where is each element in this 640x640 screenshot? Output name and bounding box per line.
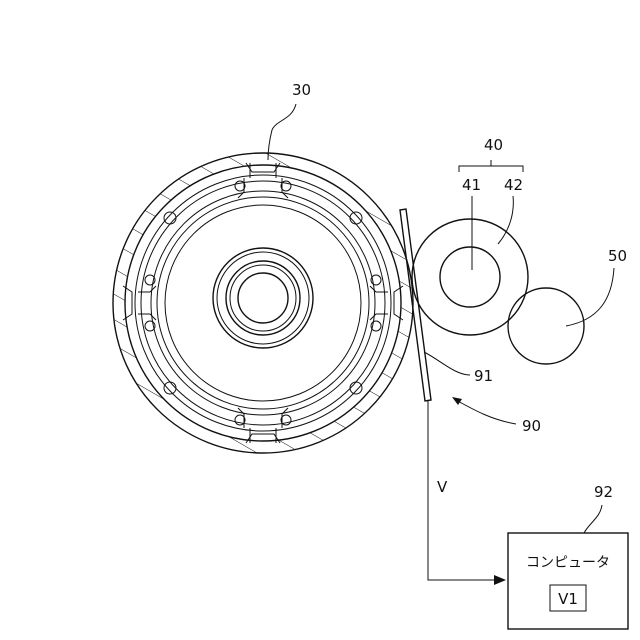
value-box-label: V1 (558, 590, 578, 608)
computer-name: コンピュータ (526, 555, 610, 571)
label-computer: 92 (594, 483, 613, 501)
label-drum: 30 (292, 81, 311, 99)
computer-box: コンピュータ V1 (508, 533, 628, 629)
leader-probe (424, 352, 470, 375)
signal-arrowhead (494, 575, 506, 585)
label-device: 90 (522, 417, 541, 435)
label-probe: 91 (474, 367, 493, 385)
leader-50 (566, 268, 614, 326)
label-second-roller: 50 (608, 247, 627, 265)
label-roller-core: 41 (462, 176, 481, 194)
label-signal: V (437, 478, 448, 496)
arrow-device (456, 400, 516, 424)
bracket-40 (459, 160, 523, 172)
drum (100, 140, 430, 470)
leader-92 (584, 505, 602, 533)
roller-50 (508, 288, 584, 364)
label-roller-unit: 40 (484, 136, 503, 154)
arrowhead-device (452, 397, 462, 405)
label-roller-layer: 42 (504, 176, 523, 194)
